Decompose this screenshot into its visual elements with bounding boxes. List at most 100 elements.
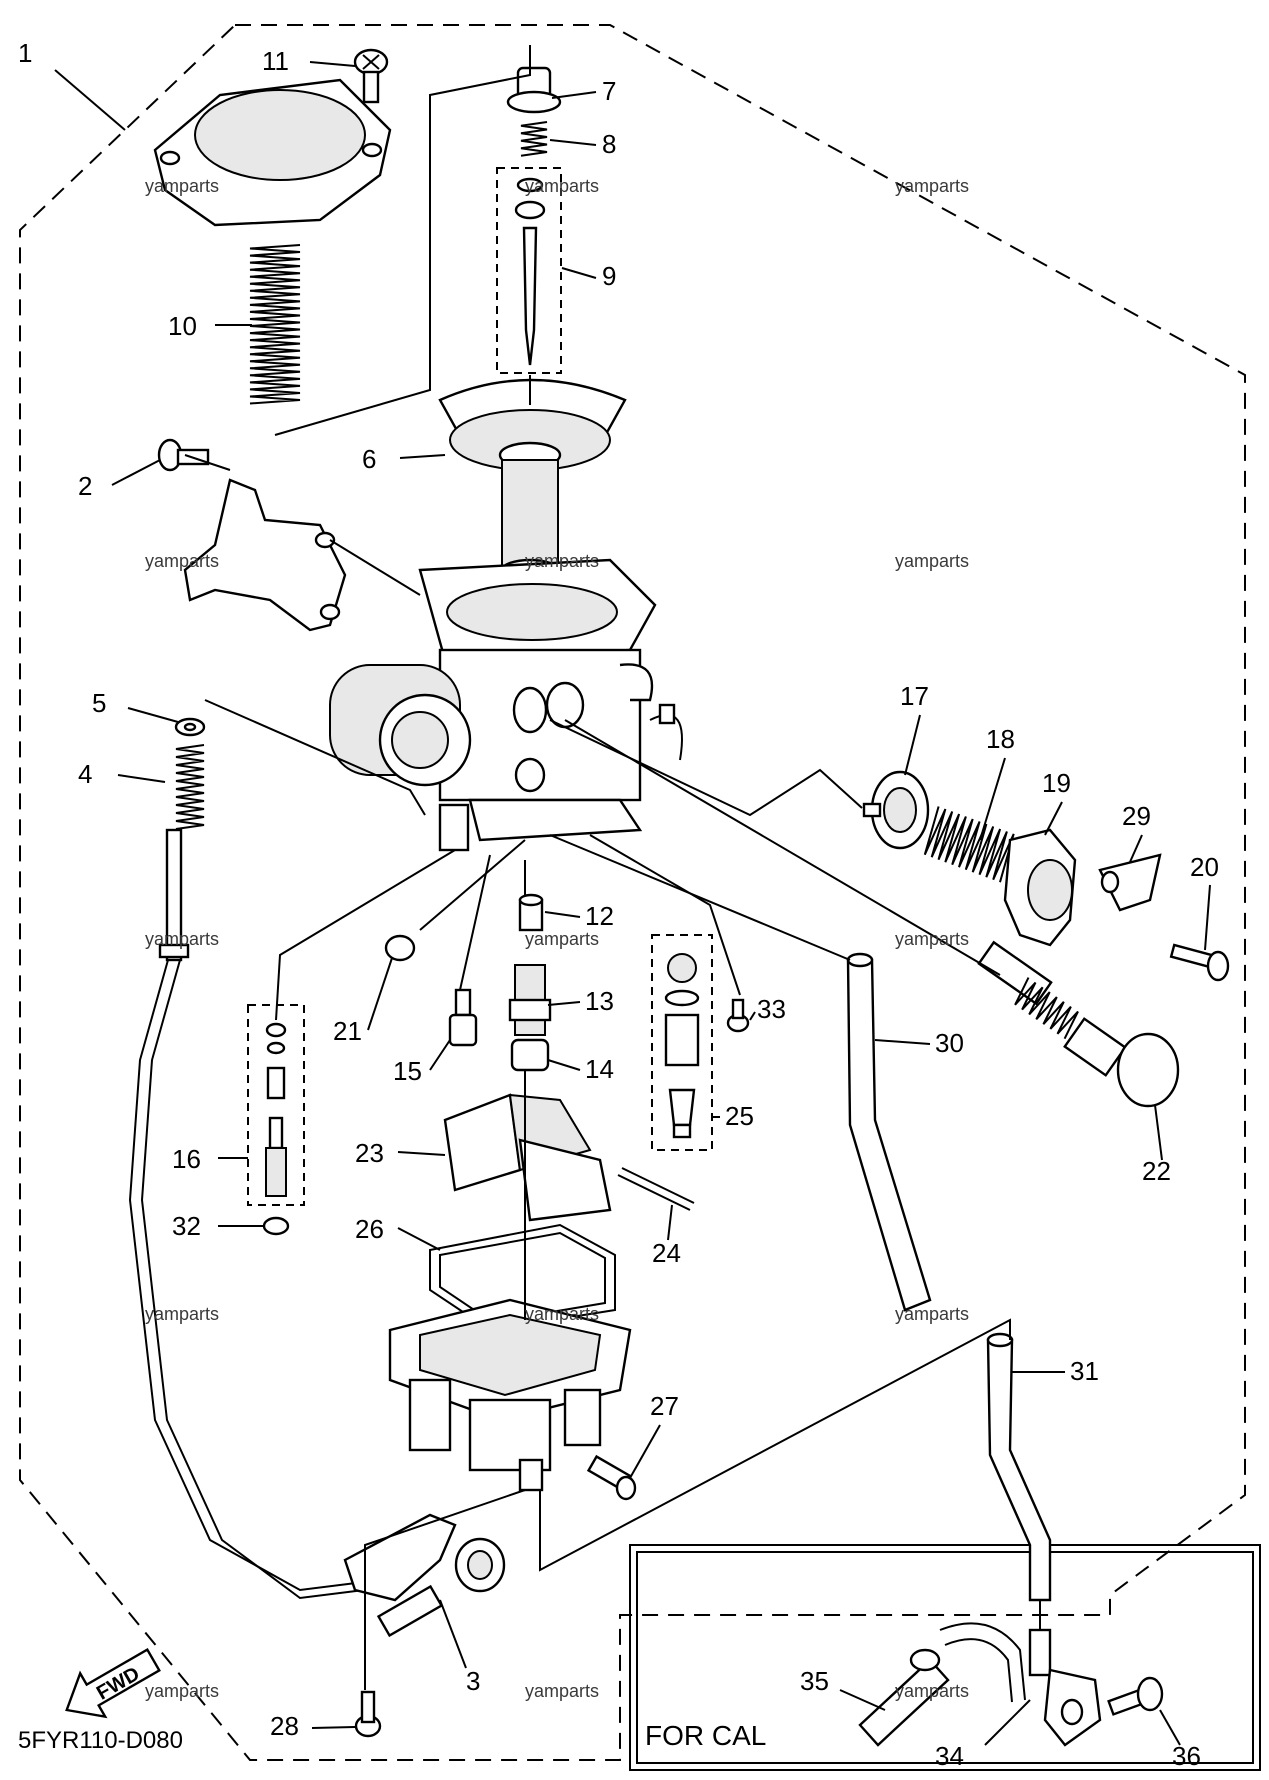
watermark-text: yamparts xyxy=(525,1681,599,1701)
part-26-gasket xyxy=(429,1223,616,1332)
callout-leader-13 xyxy=(547,1001,581,1006)
part-20-screw xyxy=(1169,943,1230,982)
callout-11: 11 xyxy=(262,46,289,76)
callout-2: 2 xyxy=(78,471,92,501)
part-top-cover xyxy=(153,78,392,227)
assembly-line xyxy=(549,719,863,817)
inset-label: FOR CAL xyxy=(645,1720,766,1751)
callout-16: 16 xyxy=(172,1144,201,1174)
callout-17: 17 xyxy=(900,681,929,711)
callout-5: 5 xyxy=(92,688,106,718)
callout-leader-26 xyxy=(397,1227,441,1251)
watermark-text: yamparts xyxy=(145,176,219,196)
part-14-holder xyxy=(510,1038,550,1072)
part-31-hose xyxy=(986,1332,1052,1602)
callout-34: 34 xyxy=(935,1741,964,1771)
part-29-bracket xyxy=(1098,853,1162,912)
callout-13: 13 xyxy=(585,986,614,1016)
callout-leader-12 xyxy=(544,911,581,918)
callout-27: 27 xyxy=(650,1391,679,1421)
callout-7: 7 xyxy=(602,76,616,106)
part-10-spring xyxy=(249,244,301,405)
part-throttle-bracket xyxy=(183,478,347,632)
part-8-spring xyxy=(520,121,548,157)
for-cal-inset: FOR CAL xyxy=(629,1544,1261,1771)
callout-leader-7 xyxy=(551,91,597,99)
assembly-line xyxy=(564,719,1001,976)
callout-leader-18 xyxy=(979,757,1006,841)
callout-35: 35 xyxy=(800,1666,829,1696)
watermark-text: yamparts xyxy=(895,1681,969,1701)
assembly-line xyxy=(184,454,231,471)
part-23-float xyxy=(443,1093,612,1222)
callout-leader-5 xyxy=(127,707,179,723)
part-24-pin xyxy=(617,1167,695,1211)
callout-1: 1 xyxy=(18,38,32,68)
callout-19: 19 xyxy=(1042,768,1071,798)
callout-leader-23 xyxy=(397,1151,446,1156)
callout-33: 33 xyxy=(757,994,786,1024)
watermark-text: yamparts xyxy=(895,551,969,571)
watermark-text: yamparts xyxy=(895,176,969,196)
part-16-pilot-set xyxy=(247,1004,305,1206)
callout-leader-1 xyxy=(54,69,126,131)
watermark-text: yamparts xyxy=(525,551,599,571)
part-17-diaphragm xyxy=(862,770,930,850)
callout-8: 8 xyxy=(602,129,616,159)
assembly-line xyxy=(275,849,456,1021)
assembly-line xyxy=(419,839,526,931)
watermark-text: yamparts xyxy=(145,929,219,949)
assembly-line xyxy=(549,834,851,961)
callout-22: 22 xyxy=(1142,1156,1171,1186)
callout-23: 23 xyxy=(355,1138,384,1168)
callout-14: 14 xyxy=(585,1054,614,1084)
assembly-line xyxy=(459,854,491,991)
callout-leader-19 xyxy=(1044,801,1063,836)
watermark-text: yamparts xyxy=(145,1681,219,1701)
part-30-hose xyxy=(846,952,932,1312)
part-36-screw xyxy=(1107,1676,1164,1716)
assembly-line xyxy=(274,45,531,436)
part-2-screw xyxy=(157,438,210,472)
callout-leader-4 xyxy=(117,774,166,783)
callout-leader-17 xyxy=(904,714,921,776)
watermark-text: yamparts xyxy=(145,551,219,571)
callout-leader-9 xyxy=(561,267,597,279)
watermark-text: yamparts xyxy=(525,1304,599,1324)
part-34-fitting xyxy=(939,1622,1102,1747)
assembly-lines xyxy=(184,45,1041,1690)
callout-36: 36 xyxy=(1172,1741,1201,1771)
assembly-line xyxy=(539,1318,1011,1572)
watermark-text: yamparts xyxy=(525,929,599,949)
callout-4: 4 xyxy=(78,759,92,789)
callout-31: 31 xyxy=(1070,1356,1099,1386)
part-7-cap xyxy=(506,66,562,114)
part-3-fuel-fitting xyxy=(343,1513,506,1638)
watermark-text: yamparts xyxy=(895,1304,969,1324)
assembly-line xyxy=(589,834,741,996)
callout-28: 28 xyxy=(270,1711,299,1741)
callout-30: 30 xyxy=(935,1028,964,1058)
callout-leader-8 xyxy=(549,139,597,146)
callout-9: 9 xyxy=(602,261,616,291)
part-28-screw xyxy=(354,1690,382,1738)
callout-leader-21 xyxy=(367,957,393,1031)
part-12-jet xyxy=(518,893,544,932)
part-21-plug xyxy=(384,934,416,962)
callout-12: 12 xyxy=(585,901,614,931)
callout-leader-34 xyxy=(984,1699,1031,1746)
watermarks: yamparts yamparts yamparts yamparts yamparts… xyxy=(145,176,969,1701)
callout-leader-20 xyxy=(1204,884,1211,951)
callout-20: 20 xyxy=(1190,852,1219,882)
callout-leader-14 xyxy=(547,1059,581,1071)
callout-15: 15 xyxy=(393,1056,422,1086)
part-33-screw xyxy=(726,998,750,1033)
callout-labels: 1234567891011121314151617181920212223242… xyxy=(18,38,1219,1771)
part-19-cover xyxy=(1003,828,1077,947)
callout-leader-2 xyxy=(111,459,161,486)
part-carburetor-body xyxy=(329,558,683,852)
watermark-text: yamparts xyxy=(525,176,599,196)
callout-10: 10 xyxy=(168,311,197,341)
